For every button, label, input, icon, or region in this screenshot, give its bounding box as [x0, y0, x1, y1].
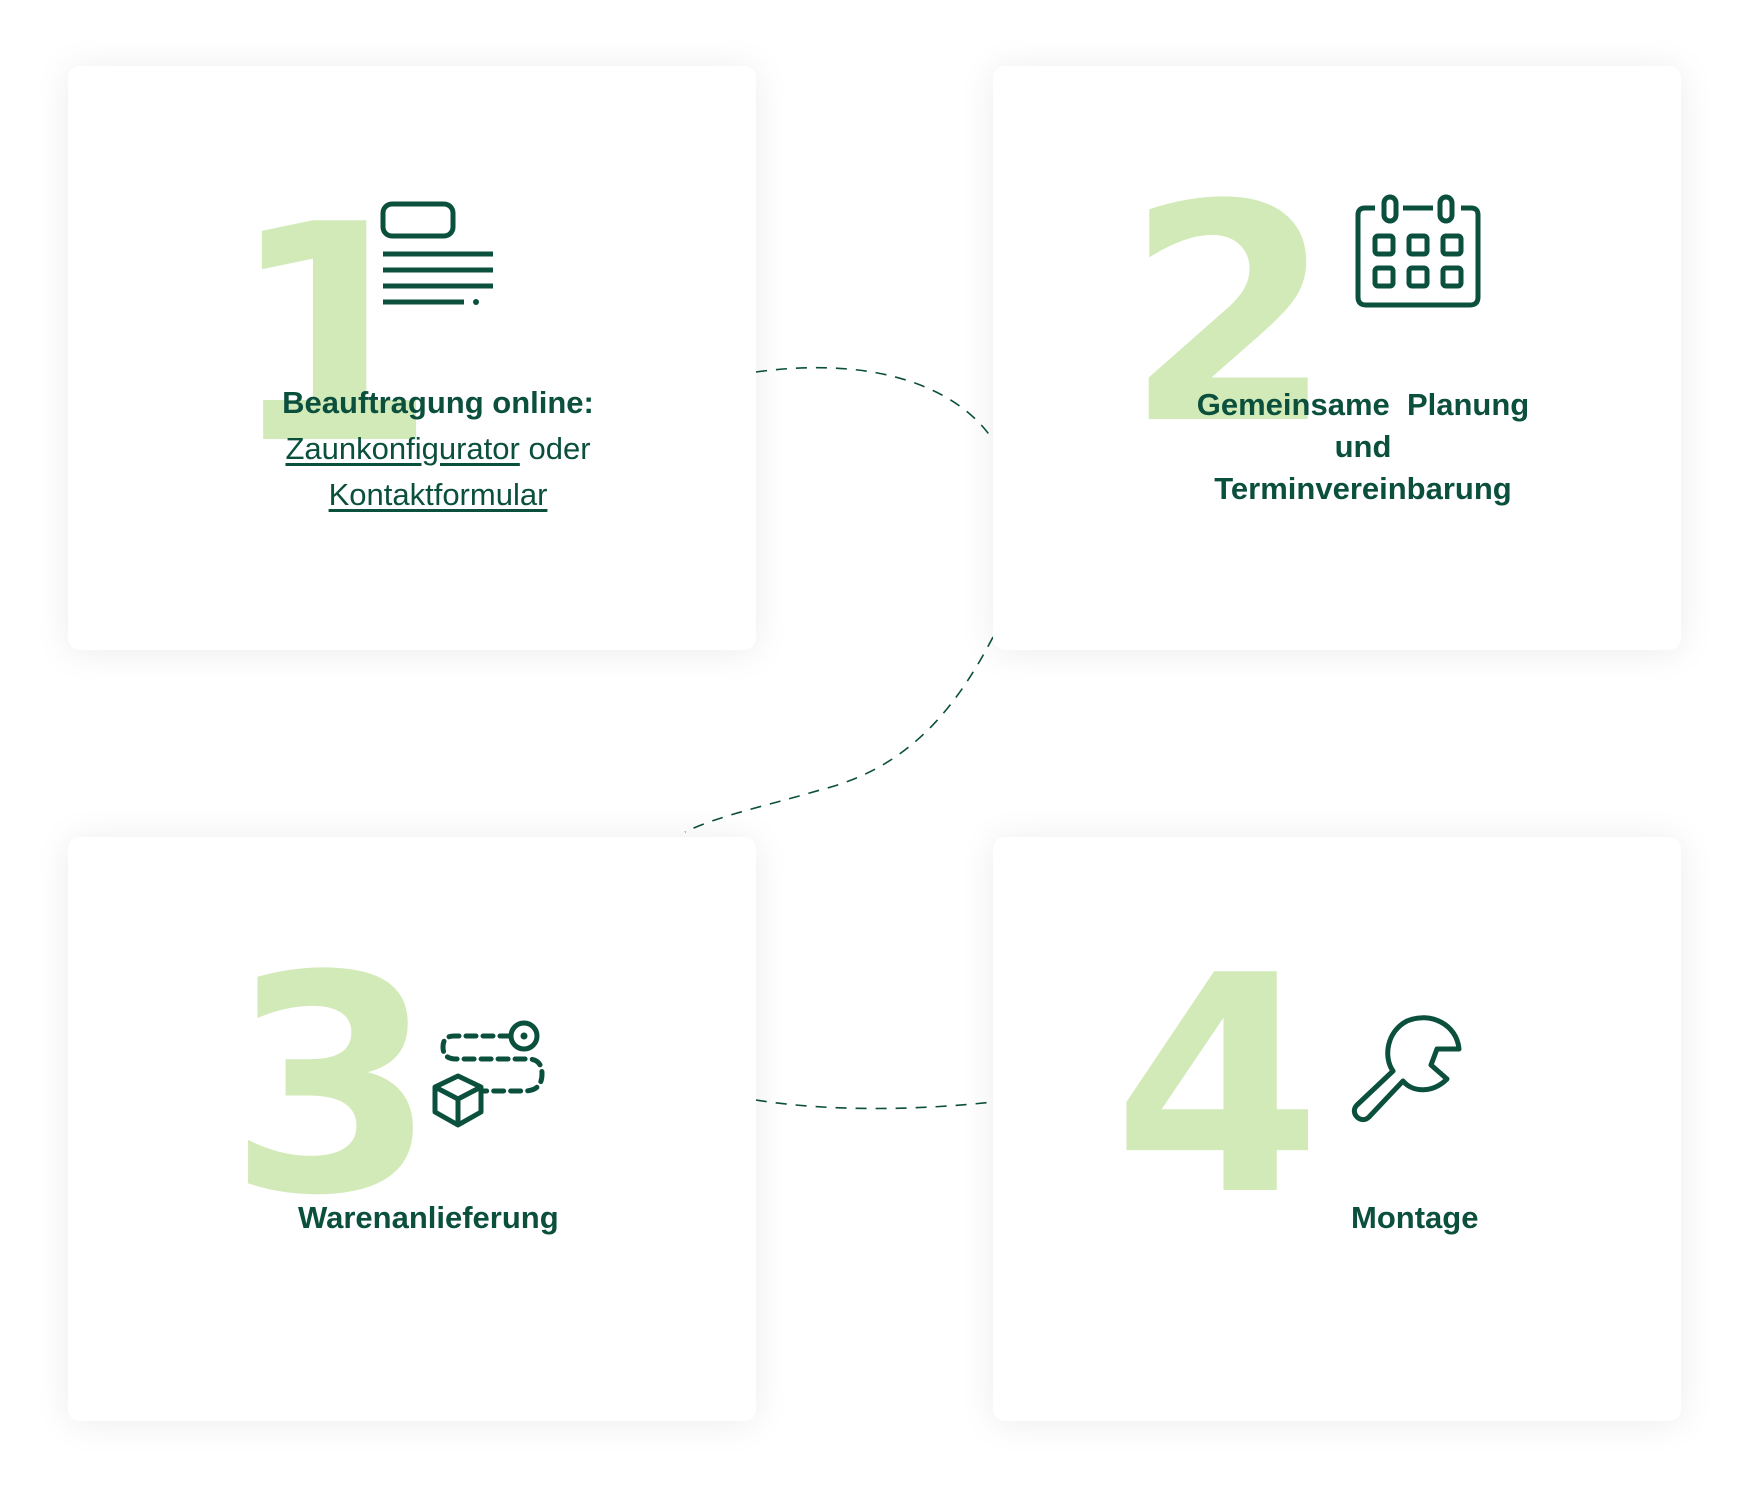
step-label-2: Gemeinsame Planung und Terminvereinbarun… — [1163, 384, 1563, 510]
connector-2-3 — [684, 636, 994, 833]
step-4-title: Montage — [1351, 1200, 1479, 1235]
step-2-line-3: Terminvereinbarung — [1214, 471, 1512, 506]
connector-1-2 — [755, 366, 994, 441]
step-number-2: 2 — [1125, 141, 1334, 490]
connector-3-4 — [755, 1099, 994, 1110]
step-3-title: Warenanlieferung — [298, 1200, 559, 1235]
step-label-3: Warenanlieferung — [298, 1197, 618, 1239]
step-card-1: 1 Beauftragung online: Zaunkonfigurator … — [68, 66, 756, 650]
zaunkonfigurator-link[interactable]: Zaunkonfigurator — [285, 431, 520, 466]
kontaktformular-link[interactable]: Kontaktformular — [328, 477, 548, 512]
step-label-4: Montage — [1351, 1197, 1591, 1239]
delivery-route-icon — [432, 1019, 548, 1135]
step-card-3: 3 Warenanlieferung — [68, 837, 756, 1421]
step-2-line-2: und — [1334, 429, 1392, 464]
step-card-4: 4 Montage — [993, 837, 1681, 1421]
document-form-icon — [380, 200, 496, 308]
wrench-icon — [1351, 1013, 1467, 1129]
step-number-3: 3 — [228, 912, 437, 1261]
step-label-1: Beauftragung online: Zaunkonfigurator od… — [238, 380, 638, 518]
step-number-4: 4 — [1113, 912, 1322, 1261]
step-2-line-1: Gemeinsame Planung — [1196, 387, 1530, 422]
step-1-connector-word: oder — [528, 431, 591, 466]
calendar-icon — [1355, 194, 1481, 310]
step-card-2: 2 Gemeinsame Planung und Terminvereinbar… — [993, 66, 1681, 650]
step-1-title: Beauftragung online: — [282, 385, 594, 420]
